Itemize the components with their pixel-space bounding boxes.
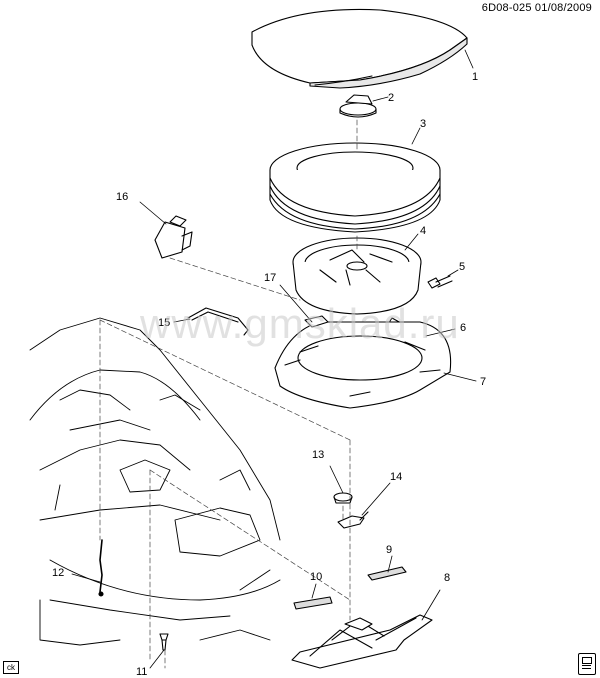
part-bracket	[304, 315, 329, 328]
part-floor-cover	[251, 8, 468, 89]
callout-leaders	[71, 49, 477, 669]
callout-1: 1	[472, 71, 478, 83]
diagram-code-header: 6D08-025 01/08/2009	[481, 2, 592, 14]
callout-2: 2	[388, 92, 394, 104]
part-clip	[337, 511, 369, 529]
part-fastener	[159, 633, 169, 651]
callout-15: 15	[158, 317, 170, 329]
leader-lines	[99, 119, 358, 669]
part-cable	[98, 539, 104, 597]
callout-3: 3	[420, 118, 426, 130]
part-tire	[269, 142, 441, 233]
callout-5: 5	[459, 261, 465, 273]
callout-8: 8	[444, 572, 450, 584]
trunk-compartment	[29, 317, 281, 646]
callout-14: 14	[390, 471, 402, 483]
part-scissor-jack	[291, 614, 433, 669]
callout-4: 4	[420, 225, 426, 237]
part-strap-rod	[187, 307, 249, 336]
part-label-strip-2	[293, 596, 333, 610]
callout-13: 13	[312, 449, 324, 461]
part-storage-tray	[274, 321, 452, 409]
part-foam-block	[154, 215, 193, 259]
callout-17: 17	[264, 272, 276, 284]
callout-9: 9	[386, 544, 392, 556]
callout-10: 10	[310, 571, 322, 583]
corner-tag: ck	[3, 661, 19, 674]
part-bolt	[427, 275, 453, 289]
callout-16: 16	[116, 191, 128, 203]
callout-7: 7	[480, 376, 486, 388]
part-wheel	[292, 237, 422, 315]
callout-numbers: 1 2 3 4 5 6 7 8 9 10 11 12 13 14 15 16 1…	[52, 71, 486, 678]
part-label-strip	[367, 566, 407, 581]
callout-12: 12	[52, 567, 64, 579]
part-knob	[333, 492, 353, 504]
callout-6: 6	[460, 322, 466, 334]
callout-11: 11	[136, 666, 147, 678]
book-icon	[578, 653, 596, 675]
part-retainer	[339, 94, 377, 118]
